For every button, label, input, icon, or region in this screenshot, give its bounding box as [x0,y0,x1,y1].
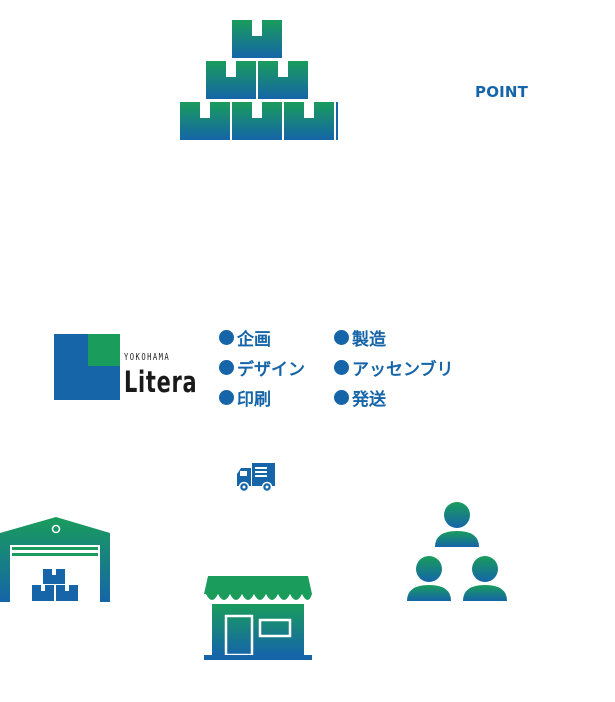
bullet-dot-icon [219,389,234,405]
service-item: 企画 [219,325,271,350]
service-item: デザイン [219,355,305,380]
service-label: アッセンブリ [352,359,454,380]
brand-name-small: YOKOHAMA [124,352,171,363]
service-item: アッセンブリ [334,355,454,380]
warehouse-icon [0,517,110,602]
bullet-dot-icon [334,389,349,405]
service-label: 印刷 [237,389,271,410]
stacked-boxes-icon [180,20,338,140]
service-item: 印刷 [219,385,271,410]
service-label: デザイン [237,359,305,380]
point-label: POINT [475,83,529,101]
litera-logo-icon [54,334,120,400]
bullet-dot-icon [219,359,234,375]
service-label: 発送 [352,389,386,410]
service-item: 発送 [334,385,386,410]
bullet-dot-icon [334,359,349,375]
bullet-dot-icon [334,329,349,345]
brand-name-large: Litera [124,365,198,399]
delivery-truck-icon [237,463,275,492]
service-item: 製造 [334,325,386,350]
bullet-dot-icon [219,329,234,345]
people-group-icon [407,502,507,601]
service-label: 製造 [352,329,386,350]
store-icon [204,576,312,660]
service-label: 企画 [237,329,271,350]
